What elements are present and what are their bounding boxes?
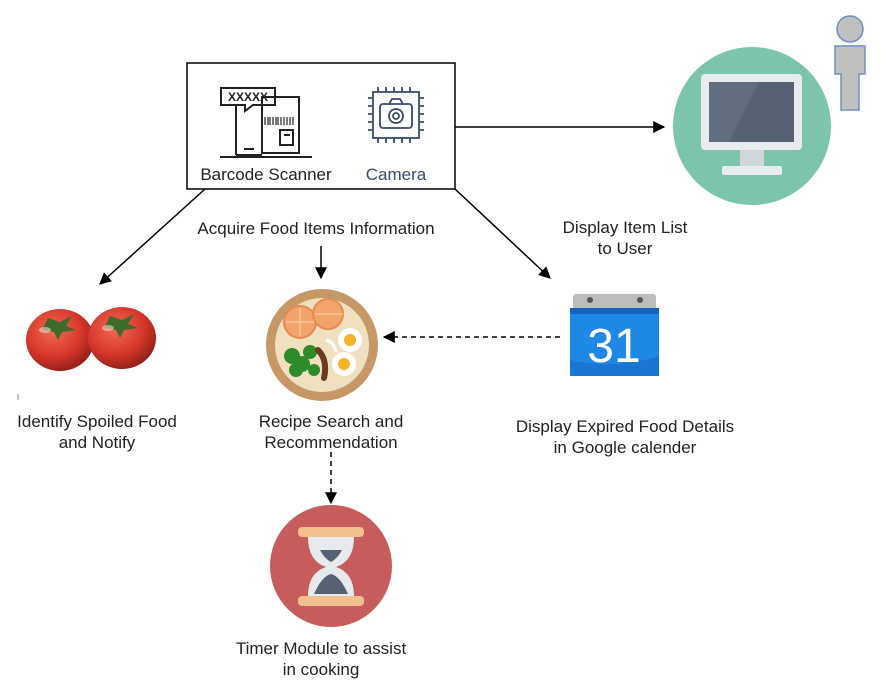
calendar-day-text: 31 — [587, 320, 640, 373]
connectors — [99, 121, 666, 505]
camera-icon — [368, 87, 424, 143]
barcode-scanner-icon — [220, 87, 312, 158]
barcode-scanner-label: Barcode Scanner — [200, 165, 332, 184]
timer-label: Timer Module to assist in cooking — [235, 639, 407, 679]
monitor-icon — [673, 47, 831, 205]
tomato-image — [17, 291, 176, 400]
hourglass-icon — [270, 505, 392, 627]
spoiled-food-label: Identify Spoiled Food and Notify — [17, 412, 177, 452]
calendar-label: Display Expired Food Details in Google c… — [515, 417, 735, 457]
recipe-label: Recipe Search and Recommendation — [258, 412, 404, 452]
user-icon — [834, 15, 866, 111]
arrow-to-spoiled — [99, 188, 206, 285]
acquire-label: Acquire Food Items Information — [197, 219, 435, 238]
input-box — [186, 62, 456, 190]
camera-label: Camera — [365, 165, 427, 184]
barcode-code-text: XXXXX — [228, 90, 268, 104]
food-bowl-image — [266, 289, 378, 401]
arrow-to-calendar — [454, 188, 551, 279]
google-calendar-icon — [570, 294, 659, 376]
display-item-list-label: Display Item List to User — [562, 218, 688, 258]
